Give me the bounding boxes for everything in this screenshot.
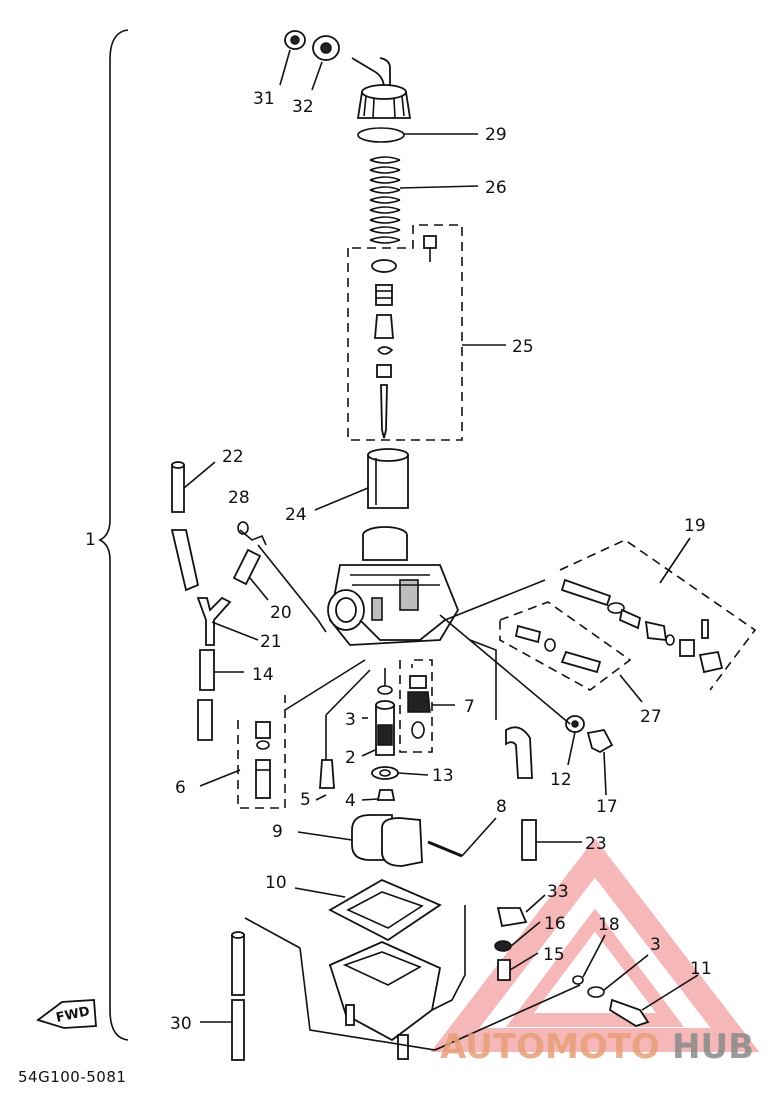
callout-33: 33 <box>547 882 569 902</box>
callout-26: 26 <box>485 178 507 198</box>
throttle-spring-26 <box>369 156 401 244</box>
fitting-32 <box>312 35 340 61</box>
jet-5 <box>319 715 335 789</box>
callout-6: 6 <box>175 778 186 798</box>
callout-15: 15 <box>543 945 565 965</box>
callout-32: 32 <box>292 97 314 117</box>
pilot-screw-6 <box>255 721 271 799</box>
callout-22: 22 <box>222 447 244 467</box>
pilot-jet-box-6 <box>237 695 286 809</box>
hose-right-upper <box>505 726 533 779</box>
callout-14: 14 <box>252 665 274 685</box>
hose-23 <box>521 819 537 861</box>
washer-16 <box>494 940 512 952</box>
callout-24: 24 <box>285 505 307 525</box>
callout-7: 7 <box>464 697 475 717</box>
o-ring-18 <box>572 975 584 985</box>
hose-22 <box>171 461 185 513</box>
o-ring-29 <box>357 127 405 143</box>
screw-15 <box>497 959 511 981</box>
callout-2: 2 <box>345 748 356 768</box>
watermark-text: AUTOMOTO HUB <box>440 1027 754 1067</box>
fwd-arrow-icon: FWD <box>36 999 97 1029</box>
callout-25: 25 <box>512 337 534 357</box>
main-jet-4 <box>376 789 396 801</box>
callout-12: 12 <box>550 770 572 790</box>
assembly-bracket <box>98 29 129 1041</box>
gasket-10 <box>328 878 442 942</box>
float-bowl <box>244 905 581 1060</box>
float-9 <box>351 814 423 867</box>
callout-21: 21 <box>260 632 282 652</box>
throttle-valve-24 <box>367 448 409 509</box>
float-pin-8 <box>427 840 463 858</box>
callout-31: 31 <box>253 89 275 109</box>
hose-lower-left <box>197 699 213 741</box>
starter-box-27 <box>499 601 632 691</box>
needle-set-25 <box>371 235 437 439</box>
mixing-chamber-top <box>351 57 412 119</box>
jet-3 <box>377 685 393 695</box>
callout-11: 11 <box>690 959 712 979</box>
callout-17: 17 <box>596 797 618 817</box>
callout-13: 13 <box>432 766 454 786</box>
air-screw-box-19 <box>559 539 757 691</box>
callout-18: 18 <box>598 915 620 935</box>
o-ring-3b <box>587 986 605 998</box>
hose-14 <box>199 649 215 691</box>
callout-5: 5 <box>300 790 311 810</box>
diagram-code: 54G100-5081 <box>18 1068 126 1086</box>
callout-10: 10 <box>265 873 287 893</box>
callout-28: 28 <box>228 488 250 508</box>
starter-box-7 <box>399 659 433 753</box>
callout-27: 27 <box>640 707 662 727</box>
starter-plunger-7 <box>407 675 431 739</box>
needle-set-box-25 <box>347 224 463 441</box>
fitting-17 <box>586 728 614 754</box>
hose-20 <box>232 548 262 586</box>
fitting-31 <box>284 30 306 50</box>
callout-20: 20 <box>270 603 292 623</box>
callout-19: 19 <box>684 516 706 536</box>
drain-screw-11 <box>608 998 650 1027</box>
watermark-logo <box>430 838 760 1052</box>
callout-16: 16 <box>544 914 566 934</box>
fitting-28 <box>237 521 267 546</box>
fwd-label: FWD <box>55 1004 92 1026</box>
carburetor-body <box>327 526 460 646</box>
callout-3: 3 <box>345 710 356 730</box>
callout-30: 30 <box>170 1014 192 1034</box>
hose-upper-left <box>170 529 200 592</box>
callout-9: 9 <box>272 822 283 842</box>
washer-12 <box>565 715 585 733</box>
callout-23: 23 <box>585 834 607 854</box>
callout-29: 29 <box>485 125 507 145</box>
needle-jet-2 <box>375 700 395 756</box>
air-screw-set-19 <box>560 578 724 674</box>
washer-13 <box>371 766 399 780</box>
callout-1: 1 <box>85 530 96 550</box>
starter-set-27 <box>514 624 602 674</box>
callout-labels: 31 32 29 26 25 22 28 24 1 19 20 21 14 3 … <box>85 89 712 1034</box>
drain-hose-30 <box>231 931 245 1061</box>
callout-8: 8 <box>496 797 507 817</box>
callout-3b: 3 <box>650 935 661 955</box>
bracket-33 <box>496 907 528 928</box>
watermark-part2: HUB <box>672 1027 754 1067</box>
watermark-part1: AUTOMOTO <box>440 1027 660 1067</box>
callout-4: 4 <box>345 791 356 811</box>
y-joint-21 <box>196 596 232 646</box>
